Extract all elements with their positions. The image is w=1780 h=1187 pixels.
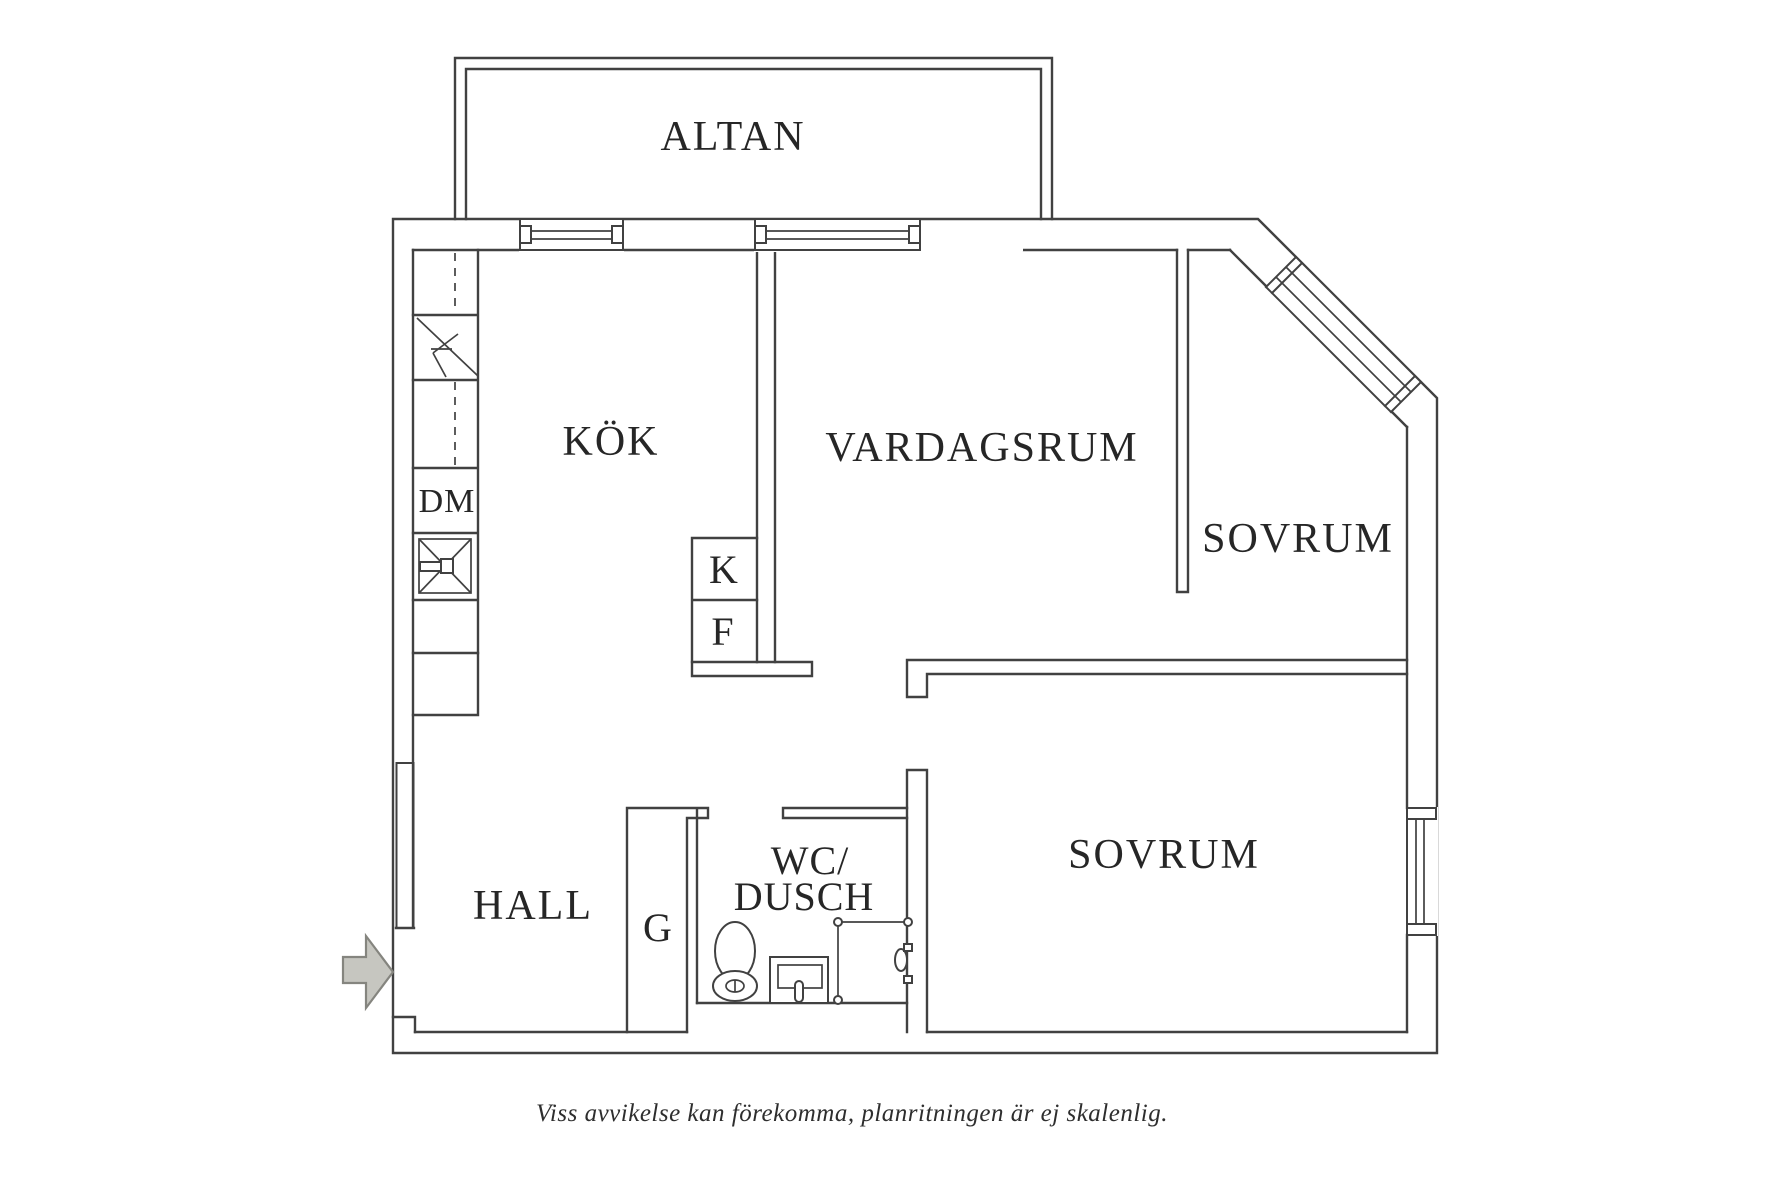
- fridge-freezer-unit: [690, 536, 759, 664]
- sink-icon: [769, 956, 829, 1004]
- appliance-label-k: K: [709, 547, 739, 592]
- kitchen-sink-icon: [418, 538, 472, 594]
- appliance-label-dm: DM: [419, 483, 476, 520]
- room-label-wc: WC/: [771, 838, 850, 883]
- living-bedroom-partition: [1175, 248, 1190, 594]
- disclaimer-text: Viss avvikelse kan förekomma, planritnin…: [536, 1100, 1168, 1127]
- window-bedroom-lower: [1406, 807, 1438, 936]
- room-label-bedroom-upper: SOVRUM: [1202, 516, 1394, 562]
- bottom-wall-inner: [413, 1001, 1409, 1034]
- room-label-altan: ALTAN: [660, 114, 805, 160]
- bathroom-fixtures: [712, 917, 913, 1005]
- appliance-label-f: F: [711, 609, 734, 654]
- room-labels: ALTAN KÖK VARDAGSRUM SOVRUM SOVRUM WC/ D…: [419, 114, 1394, 950]
- entry-door-leaf: [395, 762, 415, 929]
- partition-foot: [690, 660, 814, 678]
- entry-arrow-icon: [341, 932, 395, 1012]
- wardrobe-g-closet: [625, 806, 710, 1034]
- window-bedroom-diagonal: [1264, 255, 1423, 414]
- room-label-hall: HALL: [473, 883, 593, 929]
- window-kitchen: [519, 218, 624, 252]
- outer-walls: [391, 217, 1439, 1055]
- kitchen-living-partition: [755, 248, 777, 664]
- room-label-dusch: DUSCH: [734, 874, 875, 919]
- closet-label-g: G: [643, 905, 673, 950]
- room-label-kitchen: KÖK: [563, 419, 660, 465]
- outer-wall-boundary: [391, 217, 1439, 1055]
- balcony-door-opening: [921, 221, 1023, 251]
- bedroom-lower-left-wall: [905, 768, 929, 1034]
- window-living-room: [754, 218, 921, 252]
- fridge-freezer-outline: [690, 536, 759, 664]
- balcony-altan: [453, 56, 1054, 221]
- room-label-living-room: VARDAGSRUM: [825, 425, 1138, 471]
- shower-icon: [833, 917, 913, 1005]
- room-label-bedroom-lower: SOVRUM: [1068, 832, 1260, 878]
- kitchen-hall-stub-wall: [411, 651, 480, 717]
- wardrobe-outline: [625, 806, 710, 1034]
- balcony-outer-rail: [453, 56, 1054, 221]
- balcony-inner-rail: [464, 67, 1043, 221]
- windows: [519, 218, 1438, 936]
- counter-outline: [411, 248, 480, 655]
- bathroom-top-wall: [781, 806, 909, 820]
- stove-icon: [416, 317, 479, 378]
- living-room-bottom-wall: [905, 658, 1409, 699]
- toilet-icon: [712, 921, 758, 1002]
- kitchen-counter: [411, 248, 480, 655]
